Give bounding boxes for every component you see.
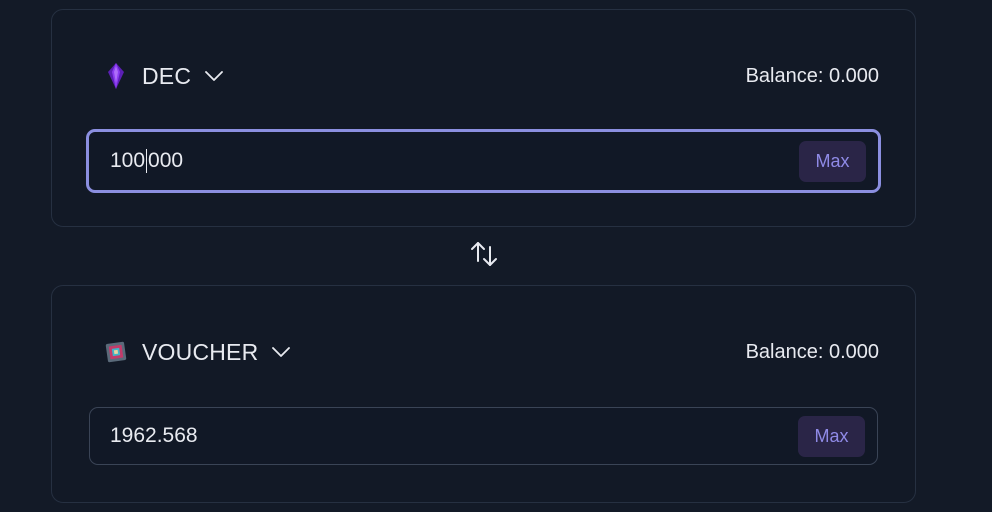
to-token-name: VOUCHER: [142, 338, 259, 365]
chevron-down-icon: [205, 71, 224, 81]
from-balance: Balance: 0.000: [745, 64, 879, 87]
to-max-button[interactable]: Max: [798, 415, 865, 457]
to-token-card: VOUCHER Balance: 0.000 1962.568 Max: [51, 285, 916, 503]
swap-arrows-icon: [470, 239, 498, 274]
to-balance: Balance: 0.000: [745, 340, 879, 363]
to-token-selector[interactable]: VOUCHER: [104, 338, 291, 366]
amount-text-before-caret: 100: [110, 148, 146, 172]
voucher-icon: [104, 340, 128, 364]
dec-crystal-icon: [104, 63, 128, 89]
chevron-down-icon: [272, 347, 291, 357]
from-max-button[interactable]: Max: [799, 140, 866, 182]
from-token-selector[interactable]: DEC: [104, 62, 224, 90]
text-caret: [146, 149, 148, 174]
swap-direction-button[interactable]: [470, 241, 498, 271]
to-amount-field[interactable]: 1962.568 Max: [89, 407, 878, 465]
to-amount-value[interactable]: 1962.568: [110, 424, 198, 447]
to-token-row: VOUCHER Balance: 0.000: [104, 336, 879, 368]
from-token-name: DEC: [142, 62, 192, 89]
amount-text-after-caret: 000: [148, 148, 184, 172]
from-token-row: DEC Balance: 0.000: [104, 60, 879, 92]
